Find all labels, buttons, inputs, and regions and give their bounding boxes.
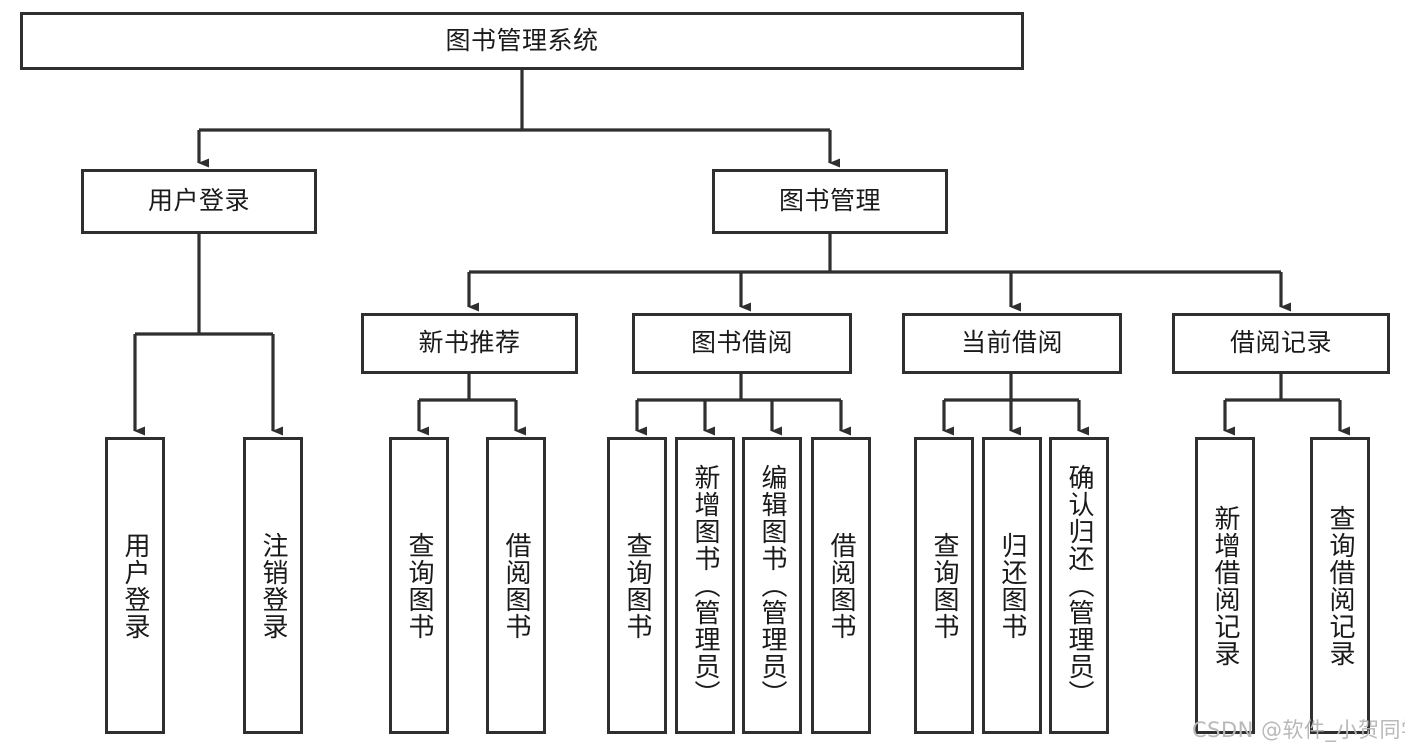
node-label: 查询借阅记录: [1325, 504, 1355, 667]
node-label: 用户登录: [120, 531, 150, 640]
node-label: 归还图书: [997, 531, 1027, 640]
node-leaf-confirm-return-admin[interactable]: 确认归还（管理员）: [1049, 437, 1109, 734]
node-label: 确认归还（管理员）: [1064, 464, 1094, 707]
node-label: 查询图书: [404, 531, 434, 640]
node-label: 借阅图书: [826, 531, 856, 640]
node-label: 用户登录: [147, 186, 250, 216]
node-label: 新书推荐: [418, 328, 521, 358]
node-leaf-query-book-current[interactable]: 查询图书: [914, 437, 974, 734]
node-leaf-borrow-book[interactable]: 借阅图书: [811, 437, 871, 734]
node-leaf-logout[interactable]: 注销登录: [243, 437, 303, 734]
node-label: 图书管理: [778, 186, 881, 216]
node-label: 查询图书: [622, 531, 652, 640]
node-book-borrow[interactable]: 图书借阅: [632, 313, 852, 374]
node-label: 新增图书（管理员）: [690, 464, 720, 707]
node-borrow-record[interactable]: 借阅记录: [1172, 313, 1390, 374]
node-leaf-query-book-recommend[interactable]: 查询图书: [389, 437, 449, 734]
node-leaf-query-book-borrow[interactable]: 查询图书: [607, 437, 667, 734]
node-leaf-add-borrow-record[interactable]: 新增借阅记录: [1195, 437, 1255, 734]
node-label: 编辑图书（管理员）: [757, 464, 787, 707]
node-label: 借阅记录: [1229, 328, 1332, 358]
node-root-system[interactable]: 图书管理系统: [20, 12, 1024, 70]
node-leaf-borrow-book-recommend[interactable]: 借阅图书: [486, 437, 546, 734]
csdn-watermark: CSDN @软件_小贺同学: [1192, 718, 1405, 742]
node-label: 新增借阅记录: [1210, 504, 1240, 667]
node-leaf-query-borrow-record[interactable]: 查询借阅记录: [1310, 437, 1370, 734]
node-label: 查询图书: [929, 531, 959, 640]
node-label: 图书管理系统: [445, 25, 599, 55]
node-leaf-user-login[interactable]: 用户登录: [105, 437, 165, 734]
node-label: 当前借阅: [960, 328, 1063, 358]
node-current-borrow[interactable]: 当前借阅: [902, 313, 1122, 374]
node-label: 注销登录: [258, 531, 288, 640]
node-leaf-edit-book-admin[interactable]: 编辑图书（管理员）: [742, 437, 802, 734]
node-user-login[interactable]: 用户登录: [81, 169, 317, 234]
node-book-management[interactable]: 图书管理: [712, 169, 948, 234]
node-new-book-recommend[interactable]: 新书推荐: [361, 313, 578, 374]
node-label: 借阅图书: [501, 531, 531, 640]
node-leaf-add-book-admin[interactable]: 新增图书（管理员）: [675, 437, 735, 734]
node-leaf-return-book[interactable]: 归还图书: [982, 437, 1042, 734]
node-label: 图书借阅: [690, 328, 793, 358]
